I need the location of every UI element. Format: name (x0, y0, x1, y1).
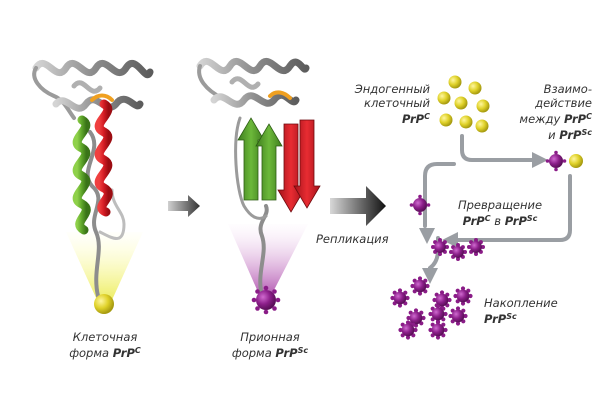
prpc-coil (85, 130, 101, 298)
endogenous-prpc-cluster (437, 75, 490, 133)
converted-prpsc-2 (449, 243, 467, 261)
cellular-form-label: Клеточная форма PrPC (50, 330, 160, 360)
converted-prpsc-1 (431, 238, 449, 256)
prpc-red-helix (94, 99, 113, 217)
accumulated-prpsc-4 (453, 286, 473, 306)
interaction-protein2: PrP (559, 128, 582, 142)
accumulated-prpsc-cluster (390, 276, 473, 340)
conversion-sup2: Sc (526, 214, 538, 223)
cycle-prpsc-single (409, 194, 431, 216)
interaction-line2: действие (535, 96, 592, 110)
conversion-sup1: C (484, 214, 491, 223)
conversion-label: Превращение PrPC в PrPSc (440, 198, 560, 228)
interaction-sup1: C (586, 112, 592, 121)
prpsc-glow-cone (228, 224, 308, 292)
interaction-prefix: между (519, 112, 564, 126)
accumulation-sup: Sc (506, 312, 517, 321)
accumulated-prpsc-2 (410, 276, 430, 296)
endogenous-line2: клеточный (364, 96, 430, 110)
small-transition-arrow (168, 195, 200, 217)
accumulation-protein: PrP (484, 312, 507, 326)
prpc-glow-cone (66, 232, 143, 300)
accumulated-prpsc-9 (428, 320, 448, 340)
cellular-form-protein: PrP (112, 346, 135, 360)
converted-prpsc-3 (467, 238, 485, 256)
prpc-green-helix (72, 115, 91, 235)
prpsc-green-sheets (237, 117, 283, 201)
conversion-protein2: PrP (504, 214, 527, 228)
accumulated-prpsc-3 (432, 290, 452, 310)
prpsc-red-sheets (277, 119, 321, 213)
converted-prpsc-group (431, 238, 485, 261)
cellular-form-line1: Клеточная (72, 330, 138, 344)
interaction-pair (545, 150, 583, 172)
accumulated-prpsc-6 (428, 304, 448, 324)
accumulation-line1: Накопление (484, 296, 558, 310)
conversion-line1: Превращение (457, 198, 543, 212)
prion-form-protein: PrP (275, 346, 298, 360)
cellular-form-sup: C (134, 346, 141, 355)
conversion-conj: в (490, 214, 505, 228)
interaction-sup2: Sc (581, 128, 592, 137)
replication-label: Репликация (316, 232, 389, 246)
endogenous-sup: C (424, 112, 430, 121)
accumulated-prpsc-5 (406, 308, 426, 328)
prpc-gray-helix (32, 60, 154, 120)
interaction-conj: и (548, 128, 560, 142)
prpc-sphere (94, 294, 114, 314)
accumulated-prpsc-1 (390, 288, 410, 308)
prpsc-sphere (251, 285, 281, 315)
prion-form-sup: Sc (297, 346, 309, 355)
interaction-label: Взаимо- действие между PrPC и PrPSc (506, 82, 592, 142)
conversion-protein1: PrP (462, 214, 485, 228)
interaction-protein1: PrP (563, 112, 587, 126)
endogenous-line1: Эндогенный (354, 82, 430, 96)
endogenous-label: Эндогенный клеточный PrPC (338, 82, 430, 126)
prion-form-line1: Прионная (240, 330, 300, 344)
prion-form-prefix: форма (231, 346, 276, 360)
cellular-form-prefix: форма (69, 346, 113, 360)
replication-arrow (330, 186, 386, 226)
prpc-structure (32, 60, 154, 314)
accumulated-prpsc-8 (448, 306, 468, 326)
endogenous-protein: PrP (401, 112, 425, 126)
prpsc-structure (196, 58, 321, 315)
accumulation-label: Накопление PrPSc (484, 296, 558, 326)
interaction-line1: Взаимо- (543, 82, 592, 96)
prion-form-label: Прионная форма PrPSc (215, 330, 325, 360)
accumulated-prpsc-7 (398, 320, 418, 340)
